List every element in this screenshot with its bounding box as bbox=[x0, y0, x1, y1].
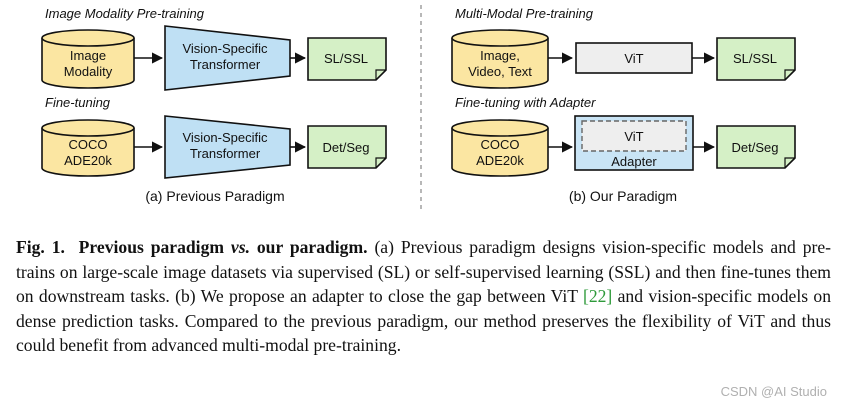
caption-title-vs: vs. bbox=[230, 237, 250, 257]
caption-text-2: and vision-specific models on dense pred… bbox=[16, 286, 831, 356]
left-finetune-header: Fine-tuning bbox=[45, 95, 111, 110]
right-finetune-adapter-label: Adapter bbox=[611, 154, 657, 169]
left-pretrain-output-label: SL/SSL bbox=[324, 51, 368, 66]
right-finetune-inner-vit-label: ViT bbox=[624, 129, 643, 144]
right-pretrain-vit-box: ViT bbox=[575, 42, 693, 74]
left-pretrain-data-line2: Modality bbox=[64, 64, 113, 79]
caption-title-a: Previous paradigm bbox=[78, 237, 225, 257]
caption-text-1: (a) Previous paradigm designs vision-spe… bbox=[16, 237, 832, 307]
right-pretrain-data-cylinder: Image, Video, Text bbox=[451, 29, 549, 89]
right-finetune-adapter-box: ViT Adapter bbox=[574, 115, 694, 171]
right-pretrain-output-label: SL/SSL bbox=[733, 51, 777, 66]
left-finetune-data-cylinder: COCO ADE20k bbox=[41, 119, 135, 177]
paradigm-diagram: Image Modality Pre-training Image Modali… bbox=[41, 5, 796, 212]
left-pretrain-model-line1: Vision-Specific bbox=[182, 41, 268, 56]
right-finetune-output-doc: Det/Seg bbox=[716, 125, 796, 169]
right-finetune-data-line1: COCO bbox=[481, 137, 520, 152]
left-finetune-output-label: Det/Seg bbox=[323, 140, 370, 155]
caption-label: Fig. 1. bbox=[16, 237, 65, 257]
right-pretrain-data-line1: Image, bbox=[480, 48, 520, 63]
left-finetune-data-line2: ADE20k bbox=[64, 153, 112, 168]
left-finetune-transformer: Vision-Specific Transformer bbox=[164, 115, 291, 179]
right-pretrain-vit-label: ViT bbox=[624, 51, 643, 66]
left-finetune-data-line1: COCO bbox=[69, 137, 108, 152]
caption-citation-link[interactable]: [22] bbox=[582, 286, 613, 307]
left-pretrain-header: Image Modality Pre-training bbox=[45, 6, 205, 21]
left-finetune-model-line1: Vision-Specific bbox=[182, 130, 268, 145]
right-finetune-inner-vit-box bbox=[581, 120, 687, 152]
left-finetune-output-doc: Det/Seg bbox=[307, 125, 387, 169]
caption-title-b: our paradigm. bbox=[256, 237, 368, 257]
right-pretrain-data-line2: Video, Text bbox=[468, 64, 532, 79]
left-pretrain-model-line2: Transformer bbox=[190, 57, 261, 72]
right-pretrain-output-doc: SL/SSL bbox=[716, 37, 796, 81]
left-panel-subtitle: (a) Previous Paradigm bbox=[145, 188, 284, 204]
left-pretrain-output-doc: SL/SSL bbox=[307, 37, 387, 81]
right-panel-subtitle: (b) Our Paradigm bbox=[569, 188, 677, 204]
figure-caption: Fig. 1. Previous paradigm vs. our paradi… bbox=[16, 235, 831, 358]
right-finetune-data-cylinder: COCO ADE20k bbox=[451, 119, 549, 177]
right-finetune-data-line2: ADE20k bbox=[476, 153, 524, 168]
left-pretrain-data-cylinder: Image Modality bbox=[41, 29, 135, 89]
left-finetune-model-line2: Transformer bbox=[190, 146, 261, 161]
left-pretrain-transformer: Vision-Specific Transformer bbox=[164, 25, 291, 91]
right-finetune-header: Fine-tuning with Adapter bbox=[455, 95, 596, 110]
right-pretrain-header: Multi-Modal Pre-training bbox=[455, 6, 594, 21]
right-finetune-output-label: Det/Seg bbox=[732, 140, 779, 155]
left-pretrain-data-line1: Image bbox=[70, 48, 106, 63]
watermark: CSDN @AI Studio bbox=[720, 384, 827, 399]
